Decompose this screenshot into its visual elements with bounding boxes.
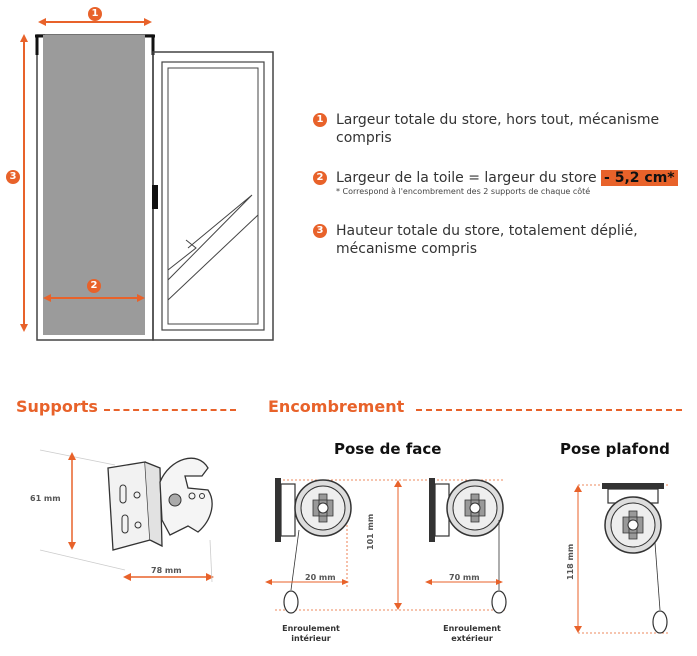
legend-text: Hauteur totale du store, totalement dépl…: [336, 223, 638, 257]
width-reduction-highlight: - 5,2 cm*: [601, 170, 678, 186]
pose-face-drawing: [265, 478, 507, 614]
pose-plafond-drawing: [574, 483, 670, 634]
width-dimension-arrow: [38, 18, 152, 26]
section-divider: [416, 409, 682, 411]
section-title-supports: Supports: [16, 397, 98, 416]
marker-2: 2: [87, 279, 101, 293]
pose-face-height-label: 101 mm: [366, 513, 375, 550]
exterior-offset-label: 70 mm: [449, 573, 480, 582]
legend-item-1: 1 Largeur totale du store, hors tout, mé…: [313, 111, 683, 147]
pose-plafond-height-label: 118 mm: [566, 543, 575, 580]
roller-unit-ceiling: [602, 483, 668, 634]
section-title-encombrement: Encombrement: [268, 397, 405, 416]
roller-unit-exterior: [429, 478, 507, 614]
legend-marker: 2: [313, 171, 327, 185]
interior-offset-label: 20 mm: [305, 573, 336, 582]
support-height-label: 61 mm: [30, 494, 61, 503]
legend-item-2: 2 Largeur de la toile = largeur du store…: [313, 169, 683, 197]
marker-1: 1: [88, 7, 102, 21]
pose-plafond-title: Pose plafond: [560, 440, 670, 458]
door-frame: [152, 51, 274, 341]
roller-unit-interior: [275, 478, 352, 614]
window-blind-diagram: [20, 18, 274, 341]
interior-caption: Enroulement intérieur: [282, 624, 340, 643]
marker-3: 3: [6, 170, 20, 184]
legend-marker: 3: [313, 224, 327, 238]
legend-text: Largeur de la toile = largeur du store: [336, 170, 597, 186]
legend-item-3: 3 Hauteur totale du store, totalement dé…: [313, 222, 683, 258]
support-bracket-drawing: [39, 449, 214, 583]
legend-marker: 1: [313, 113, 327, 127]
height-dimension-arrow: [20, 34, 28, 332]
fabric-width-arrow: [43, 294, 145, 302]
section-divider: [104, 409, 236, 411]
exterior-caption: Enroulement extérieur: [443, 624, 501, 643]
legend-footnote: * Correspond à l'encombrement des 2 supp…: [336, 187, 591, 196]
pose-face-title: Pose de face: [334, 440, 442, 458]
legend-text: Largeur totale du store, hors tout, méca…: [336, 112, 660, 146]
support-depth-label: 78 mm: [151, 566, 182, 575]
